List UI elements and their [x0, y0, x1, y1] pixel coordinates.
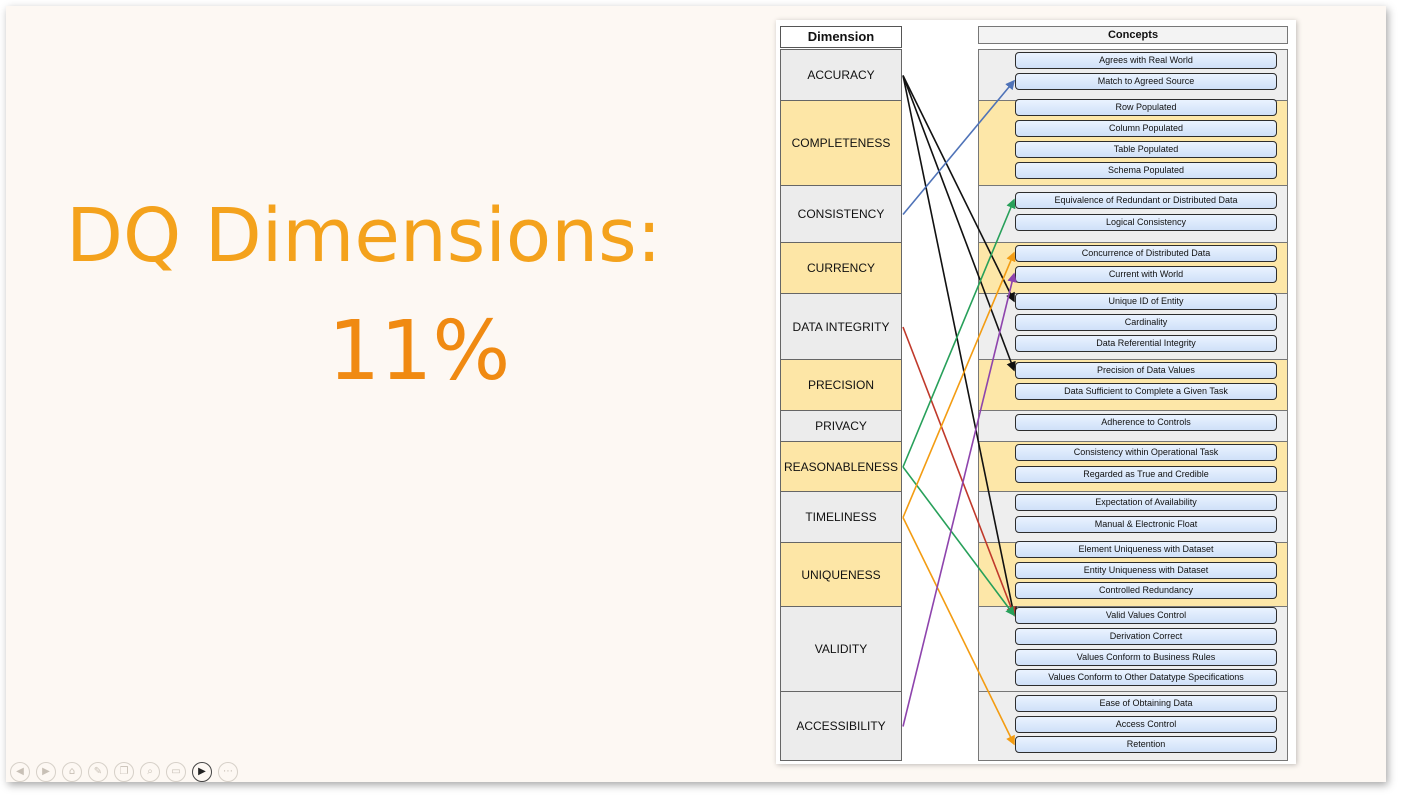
more-icon[interactable]: ⋯ [218, 762, 238, 782]
concept-box: Ease of Obtaining Data [1015, 695, 1277, 712]
link-accuracy [902, 75, 1018, 617]
link-reasonableness [902, 198, 1016, 468]
link-data-integrity [902, 326, 1016, 617]
concept-box: Unique ID of Entity [1015, 293, 1277, 310]
dimension-consistency: CONSISTENCY [780, 185, 902, 243]
previous-icon[interactable]: ◀ [10, 762, 30, 782]
concept-box: Element Uniqueness with Dataset [1015, 541, 1277, 558]
concept-box: Column Populated [1015, 120, 1277, 137]
concept-box: Agrees with Real World [1015, 52, 1277, 69]
link-timeliness [902, 517, 1015, 746]
link-timeliness [902, 251, 1016, 518]
link-consistency [902, 79, 1016, 216]
concept-box: Logical Consistency [1015, 214, 1277, 231]
concept-box: Values Conform to Business Rules [1015, 649, 1277, 666]
concept-box: Derivation Correct [1015, 628, 1277, 645]
concept-box: Concurrence of Distributed Data [1015, 245, 1277, 262]
dimension-validity: VALIDITY [780, 606, 902, 692]
zoom-icon[interactable]: ⌕ [140, 762, 160, 782]
slide-title: DQ Dimensions: [66, 193, 662, 279]
concept-box: Match to Agreed Source [1015, 73, 1277, 90]
next-icon[interactable]: ▶ [36, 762, 56, 782]
concept-box: Adherence to Controls [1015, 414, 1277, 431]
concept-box: Retention [1015, 736, 1277, 753]
link-accuracy [902, 75, 1016, 372]
dimension-completeness: COMPLETENESS [780, 100, 902, 186]
concepts-column-header: Concepts [978, 26, 1288, 44]
percent-value: 11% [328, 304, 511, 399]
concept-box: Row Populated [1015, 99, 1277, 116]
dimension-precision: PRECISION [780, 359, 902, 411]
dimension-accessibility: ACCESSIBILITY [780, 691, 902, 761]
concept-box: Precision of Data Values [1015, 362, 1277, 379]
concept-box: Expectation of Availability [1015, 494, 1277, 511]
pen-icon[interactable]: ✎ [88, 762, 108, 782]
camera-icon[interactable]: ▶ [192, 762, 212, 782]
link-accuracy [902, 75, 1015, 303]
link-reasonableness [902, 466, 1015, 617]
concept-box: Manual & Electronic Float [1015, 516, 1277, 533]
concept-box: Values Conform to Other Datatype Specifi… [1015, 669, 1277, 686]
concept-box: Entity Uniqueness with Dataset [1015, 562, 1277, 579]
concept-box: Access Control [1015, 716, 1277, 733]
presentation-toolbar: ◀ ▶ ⌂ ✎ ❐ ⌕ ▭ ▶ ⋯ [10, 762, 238, 782]
link-accessibility [902, 272, 1017, 727]
concept-box: Data Referential Integrity [1015, 335, 1277, 352]
dimension-timeliness: TIMELINESS [780, 491, 902, 543]
concept-box: Regarded as True and Credible [1015, 466, 1277, 483]
concept-box: Data Sufficient to Complete a Given Task [1015, 383, 1277, 400]
concept-box: Equivalence of Redundant or Distributed … [1015, 192, 1277, 209]
concept-box: Schema Populated [1015, 162, 1277, 179]
dimension-reasonableness: REASONABLENESS [780, 441, 902, 492]
slides-icon[interactable]: ❐ [114, 762, 134, 782]
dimension-data-integrity: DATA INTEGRITY [780, 293, 902, 360]
dimension-column-header: Dimension [780, 26, 902, 48]
dimension-accuracy: ACCURACY [780, 49, 902, 101]
concept-box: Consistency within Operational Task [1015, 444, 1277, 461]
screen-icon[interactable]: ▭ [166, 762, 186, 782]
dimension-currency: CURRENCY [780, 242, 902, 294]
concept-box: Table Populated [1015, 141, 1277, 158]
concept-box: Cardinality [1015, 314, 1277, 331]
home-icon[interactable]: ⌂ [62, 762, 82, 782]
concept-box: Current with World [1015, 266, 1277, 283]
concept-box: Controlled Redundancy [1015, 582, 1277, 599]
